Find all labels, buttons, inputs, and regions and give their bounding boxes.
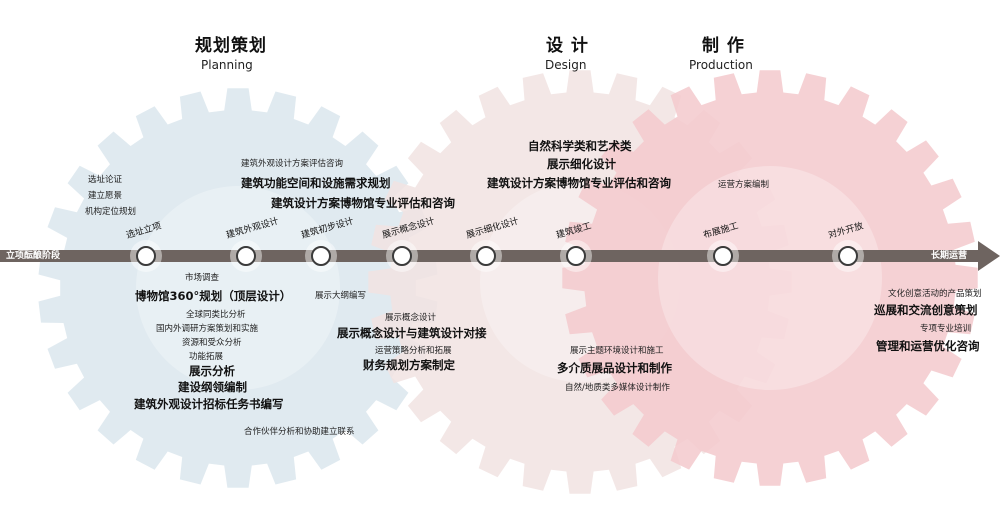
text-exterior-assessment: 建筑外观设计方案评估咨询 xyxy=(241,159,344,169)
text-management: 管理和运营优化咨询 xyxy=(876,339,980,353)
text-vision: 建立愿景 xyxy=(88,191,123,201)
milestone-node xyxy=(838,246,858,266)
text-scheme-assessment-2: 建筑设计方案博物馆专业评估和咨询 xyxy=(487,176,671,190)
text-environment: 展示主题环境设计和施工 xyxy=(570,346,664,356)
milestone-node xyxy=(236,246,256,266)
text-training: 专项专业培训 xyxy=(920,324,972,334)
phase-subtitle-planning: Planning xyxy=(201,58,253,72)
text-function-expand: 功能拓展 xyxy=(189,352,224,362)
gear-production-hub xyxy=(658,166,882,390)
text-strategy: 运营策略分析和拓展 xyxy=(375,346,452,356)
timeline-start-label: 立项酝酿阶段 xyxy=(6,251,61,261)
text-concept-dock: 展示概念设计与建筑设计对接 xyxy=(337,326,487,340)
text-partner-analysis: 合作伙伴分析和协助建立联系 xyxy=(244,427,355,437)
phase-subtitle-production: Production xyxy=(689,58,753,72)
text-ops-plan: 运营方案编制 xyxy=(718,180,770,190)
text-global-compare: 全球同类比分析 xyxy=(186,310,246,320)
timeline-end-label: 长期运营 xyxy=(931,251,968,261)
text-tender-brief: 建筑外观设计招标任务书编写 xyxy=(134,397,284,411)
text-nature-media: 自然/地质类多媒体设计制作 xyxy=(565,383,670,393)
phase-title-design: 设 计 xyxy=(546,36,589,56)
text-product-planning: 文化创意活动的产品策划 xyxy=(888,289,982,299)
text-design-category: 自然科学类和艺术类 xyxy=(528,139,632,153)
text-audience-analysis: 资源和受众分析 xyxy=(182,338,242,348)
text-outline-compile: 建设纲领编制 xyxy=(178,380,247,394)
text-exhibit-analysis: 展示分析 xyxy=(189,364,235,378)
milestone-node xyxy=(566,246,586,266)
milestone-node xyxy=(476,246,496,266)
gear-production xyxy=(562,70,978,486)
text-domestic-research: 国内外调研方案策划和实施 xyxy=(156,324,259,334)
milestone-node xyxy=(392,246,412,266)
milestone-node xyxy=(713,246,733,266)
phase-title-planning: 规划策划 xyxy=(195,36,267,56)
text-detail-design: 展示细化设计 xyxy=(547,157,616,171)
text-positioning: 机构定位规划 xyxy=(85,207,137,217)
milestone-node xyxy=(311,246,331,266)
gear-planning-hub xyxy=(136,186,340,390)
text-outline-write: 展示大纲编写 xyxy=(315,291,367,301)
phase-subtitle-design: Design xyxy=(545,58,587,72)
text-site-selection: 选址论证 xyxy=(88,175,123,185)
gear-planning xyxy=(38,88,438,488)
text-finance: 财务规划方案制定 xyxy=(363,358,455,372)
phase-title-production: 制 作 xyxy=(702,36,745,56)
text-scheme-assessment-1: 建筑设计方案博物馆专业评估和咨询 xyxy=(271,196,455,210)
text-multimedia: 多介质展品设计和制作 xyxy=(557,361,672,375)
text-market-research: 市场调查 xyxy=(185,273,220,283)
text-touring: 巡展和交流创意策划 xyxy=(874,303,978,317)
text-function-planning: 建筑功能空间和设施需求规划 xyxy=(241,176,391,190)
milestone-node xyxy=(136,246,156,266)
text-360-planning: 博物馆360°规划（顶层设计） xyxy=(135,289,292,303)
text-concept-small: 展示概念设计 xyxy=(385,313,437,323)
